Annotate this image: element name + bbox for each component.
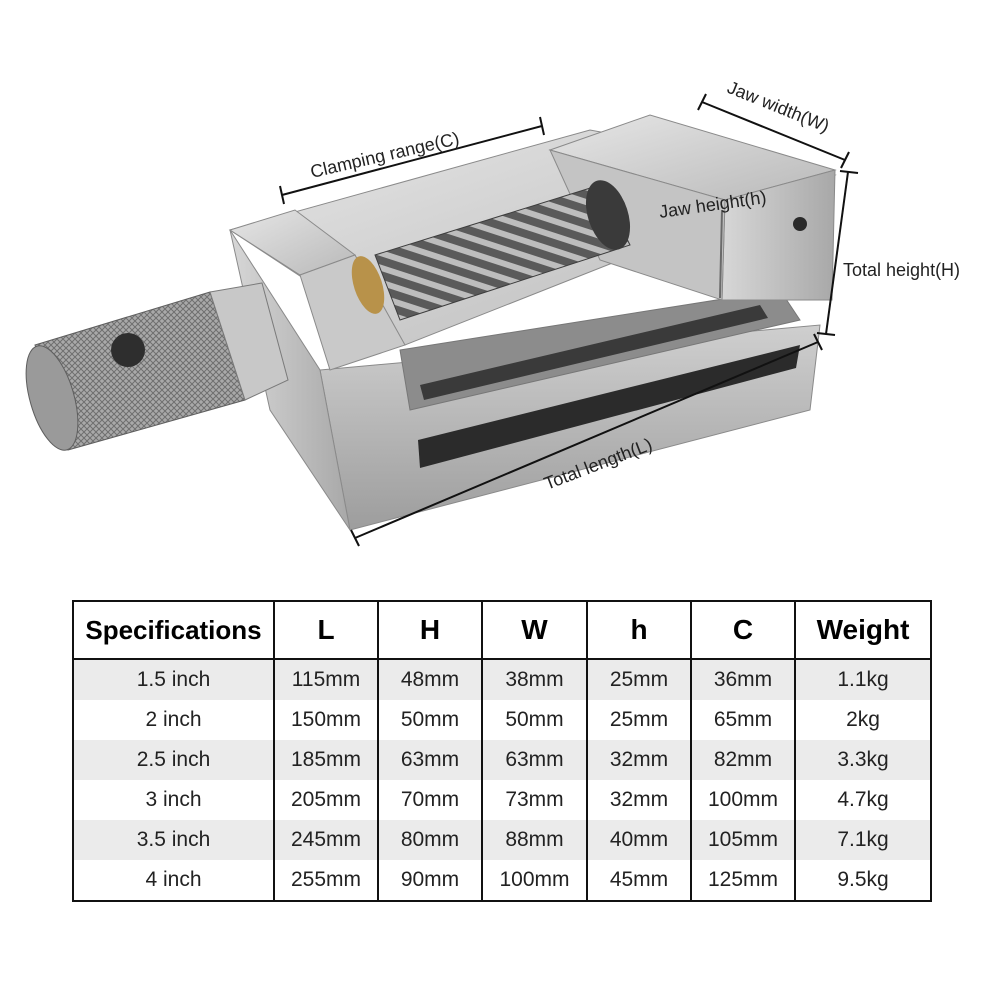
cell-spec: 1.5 inch <box>72 659 275 700</box>
table-row: 2 inch 150mm 50mm 50mm 25mm 65mm 2kg <box>72 700 932 740</box>
header-h: h <box>586 600 692 660</box>
cell-weight: 1.1kg <box>794 659 932 700</box>
cell-L: 255mm <box>273 860 379 902</box>
vise-front-slot <box>418 345 800 468</box>
cell-spec: 4 inch <box>72 860 275 902</box>
cell-H: 90mm <box>377 860 483 902</box>
cell-W: 100mm <box>481 860 588 902</box>
cell-C: 36mm <box>690 659 796 700</box>
screw-bushing <box>585 180 631 250</box>
label-jaw-width: Jaw width(W) <box>725 77 833 136</box>
cell-W: 50mm <box>481 700 588 740</box>
cell-L: 245mm <box>273 820 379 860</box>
table-header-row: Specifications L H W h C Weight <box>72 600 932 660</box>
header-weight: Weight <box>794 600 932 660</box>
table-row: 1.5 inch 115mm 48mm 38mm 25mm 36mm 1.1kg <box>72 659 932 700</box>
cell-H: 50mm <box>377 700 483 740</box>
handle-hole <box>111 333 145 367</box>
cell-W: 73mm <box>481 780 588 820</box>
cell-H: 48mm <box>377 659 483 700</box>
cell-L: 115mm <box>273 659 379 700</box>
dimension-clamping-range <box>279 116 545 205</box>
jaw-hole <box>793 217 807 231</box>
cell-h: 32mm <box>586 740 692 780</box>
cell-L: 205mm <box>273 780 379 820</box>
handle-end <box>25 345 79 451</box>
cell-weight: 2kg <box>794 700 932 740</box>
cell-h: 25mm <box>586 659 692 700</box>
header-C: C <box>690 600 796 660</box>
header-L: L <box>273 600 379 660</box>
cell-H: 63mm <box>377 740 483 780</box>
cell-h: 32mm <box>586 780 692 820</box>
cell-C: 125mm <box>690 860 796 902</box>
brass-washer <box>351 256 385 314</box>
cell-spec: 2.5 inch <box>72 740 275 780</box>
cell-C: 82mm <box>690 740 796 780</box>
cell-C: 100mm <box>690 780 796 820</box>
table-row: 3.5 inch 245mm 80mm 88mm 40mm 105mm 7.1k… <box>72 820 932 860</box>
table-row: 3 inch 205mm 70mm 73mm 32mm 100mm 4.7kg <box>72 780 932 820</box>
cell-spec: 2 inch <box>72 700 275 740</box>
cell-h: 25mm <box>586 700 692 740</box>
cell-C: 105mm <box>690 820 796 860</box>
cell-H: 70mm <box>377 780 483 820</box>
cell-spec: 3.5 inch <box>72 820 275 860</box>
cell-h: 40mm <box>586 820 692 860</box>
table-row: 2.5 inch 185mm 63mm 63mm 32mm 82mm 3.3kg <box>72 740 932 780</box>
cell-spec: 3 inch <box>72 780 275 820</box>
dimension-total-height <box>816 170 859 336</box>
header-specifications: Specifications <box>72 600 275 660</box>
handle-collar <box>209 282 289 401</box>
cell-W: 88mm <box>481 820 588 860</box>
lead-screw <box>374 184 631 321</box>
spec-table: Specifications L H W h C Weight 1.5 inch… <box>72 600 932 902</box>
header-H: H <box>377 600 483 660</box>
cell-weight: 4.7kg <box>794 780 932 820</box>
vise-illustration: Clamping range(C) Jaw width(W) Jaw heigh… <box>25 77 960 547</box>
cell-weight: 7.1kg <box>794 820 932 860</box>
cell-weight: 3.3kg <box>794 740 932 780</box>
cell-H: 80mm <box>377 820 483 860</box>
cell-h: 45mm <box>586 860 692 902</box>
end-block-face <box>299 254 406 371</box>
cell-weight: 9.5kg <box>794 860 932 902</box>
cell-L: 185mm <box>273 740 379 780</box>
cell-W: 63mm <box>481 740 588 780</box>
label-total-height: Total height(H) <box>843 260 960 280</box>
cell-L: 150mm <box>273 700 379 740</box>
header-W: W <box>481 600 588 660</box>
vise-channel-slot <box>420 305 768 400</box>
dimension-total-length <box>350 333 823 547</box>
dimension-jaw-width <box>697 93 850 169</box>
cell-W: 38mm <box>481 659 588 700</box>
table-row: 4 inch 255mm 90mm 100mm 45mm 125mm 9.5kg <box>72 860 932 902</box>
cell-C: 65mm <box>690 700 796 740</box>
